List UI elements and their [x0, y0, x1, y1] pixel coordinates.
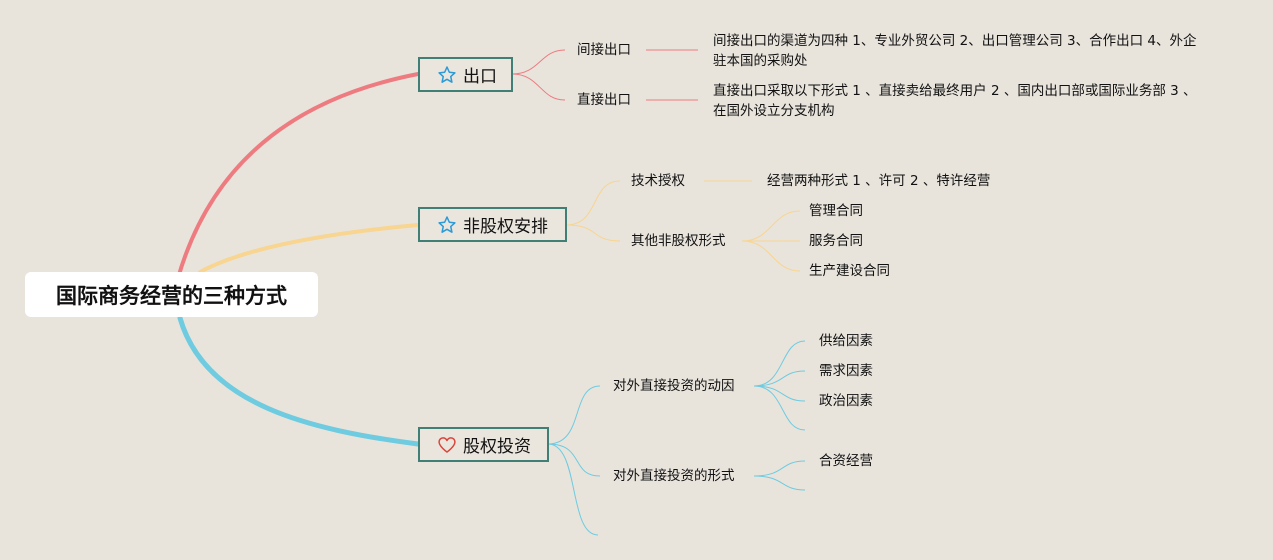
connector-root-equity — [177, 315, 421, 447]
item-demand-factors[interactable]: 需求因素 — [819, 363, 873, 379]
item-service-contract[interactable]: 服务合同 — [809, 233, 863, 249]
branch-export[interactable]: 出口 — [418, 57, 513, 92]
heart-icon — [437, 435, 457, 455]
topic-fdi-motives[interactable]: 对外直接投资的动因 — [613, 378, 735, 394]
note-technology-licensing[interactable]: 经营两种形式 1 、许可 2 、特许经营 — [767, 173, 991, 189]
note-indirect-export[interactable]: 间接出口的渠道为四种 1、专业外贸公司 2、出口管理公司 3、合作出口 4、外企… — [713, 33, 1197, 69]
star-icon — [437, 65, 457, 85]
branch-nonequity-label: 非股权安排 — [463, 217, 548, 237]
topic-direct-export[interactable]: 直接出口 — [577, 92, 631, 108]
connector-root-nonequity — [198, 223, 420, 274]
branch-equity[interactable]: 股权投资 — [418, 427, 549, 462]
connectors-nonequity — [565, 180, 801, 272]
root-topic-label: 国际商务经营的三种方式 — [56, 283, 287, 308]
connector-root-export — [176, 72, 420, 280]
item-management-contract[interactable]: 管理合同 — [809, 203, 863, 219]
branch-equity-label: 股权投资 — [463, 437, 531, 457]
root-topic[interactable]: 国际商务经营的三种方式 — [25, 272, 318, 317]
topic-other-nonequity[interactable]: 其他非股权形式 — [631, 233, 726, 249]
branch-nonequity[interactable]: 非股权安排 — [418, 207, 567, 242]
topic-technology-licensing[interactable]: 技术授权 — [631, 173, 685, 189]
topic-indirect-export[interactable]: 间接出口 — [577, 42, 631, 58]
item-construction-contract[interactable]: 生产建设合同 — [809, 263, 890, 279]
branch-export-label: 出口 — [463, 67, 497, 87]
connectors-export — [511, 49, 698, 101]
item-supply-factors[interactable]: 供给因素 — [819, 333, 873, 349]
topic-fdi-forms[interactable]: 对外直接投资的形式 — [613, 468, 735, 484]
star-icon — [437, 215, 457, 235]
item-joint-venture[interactable]: 合资经营 — [819, 453, 873, 469]
note-direct-export[interactable]: 直接出口采取以下形式 1 、直接卖给最终用户 2 、国内出口部或国际业务部 3 … — [713, 83, 1197, 119]
item-political-factors[interactable]: 政治因素 — [819, 393, 873, 409]
connectors-equity — [547, 340, 806, 536]
